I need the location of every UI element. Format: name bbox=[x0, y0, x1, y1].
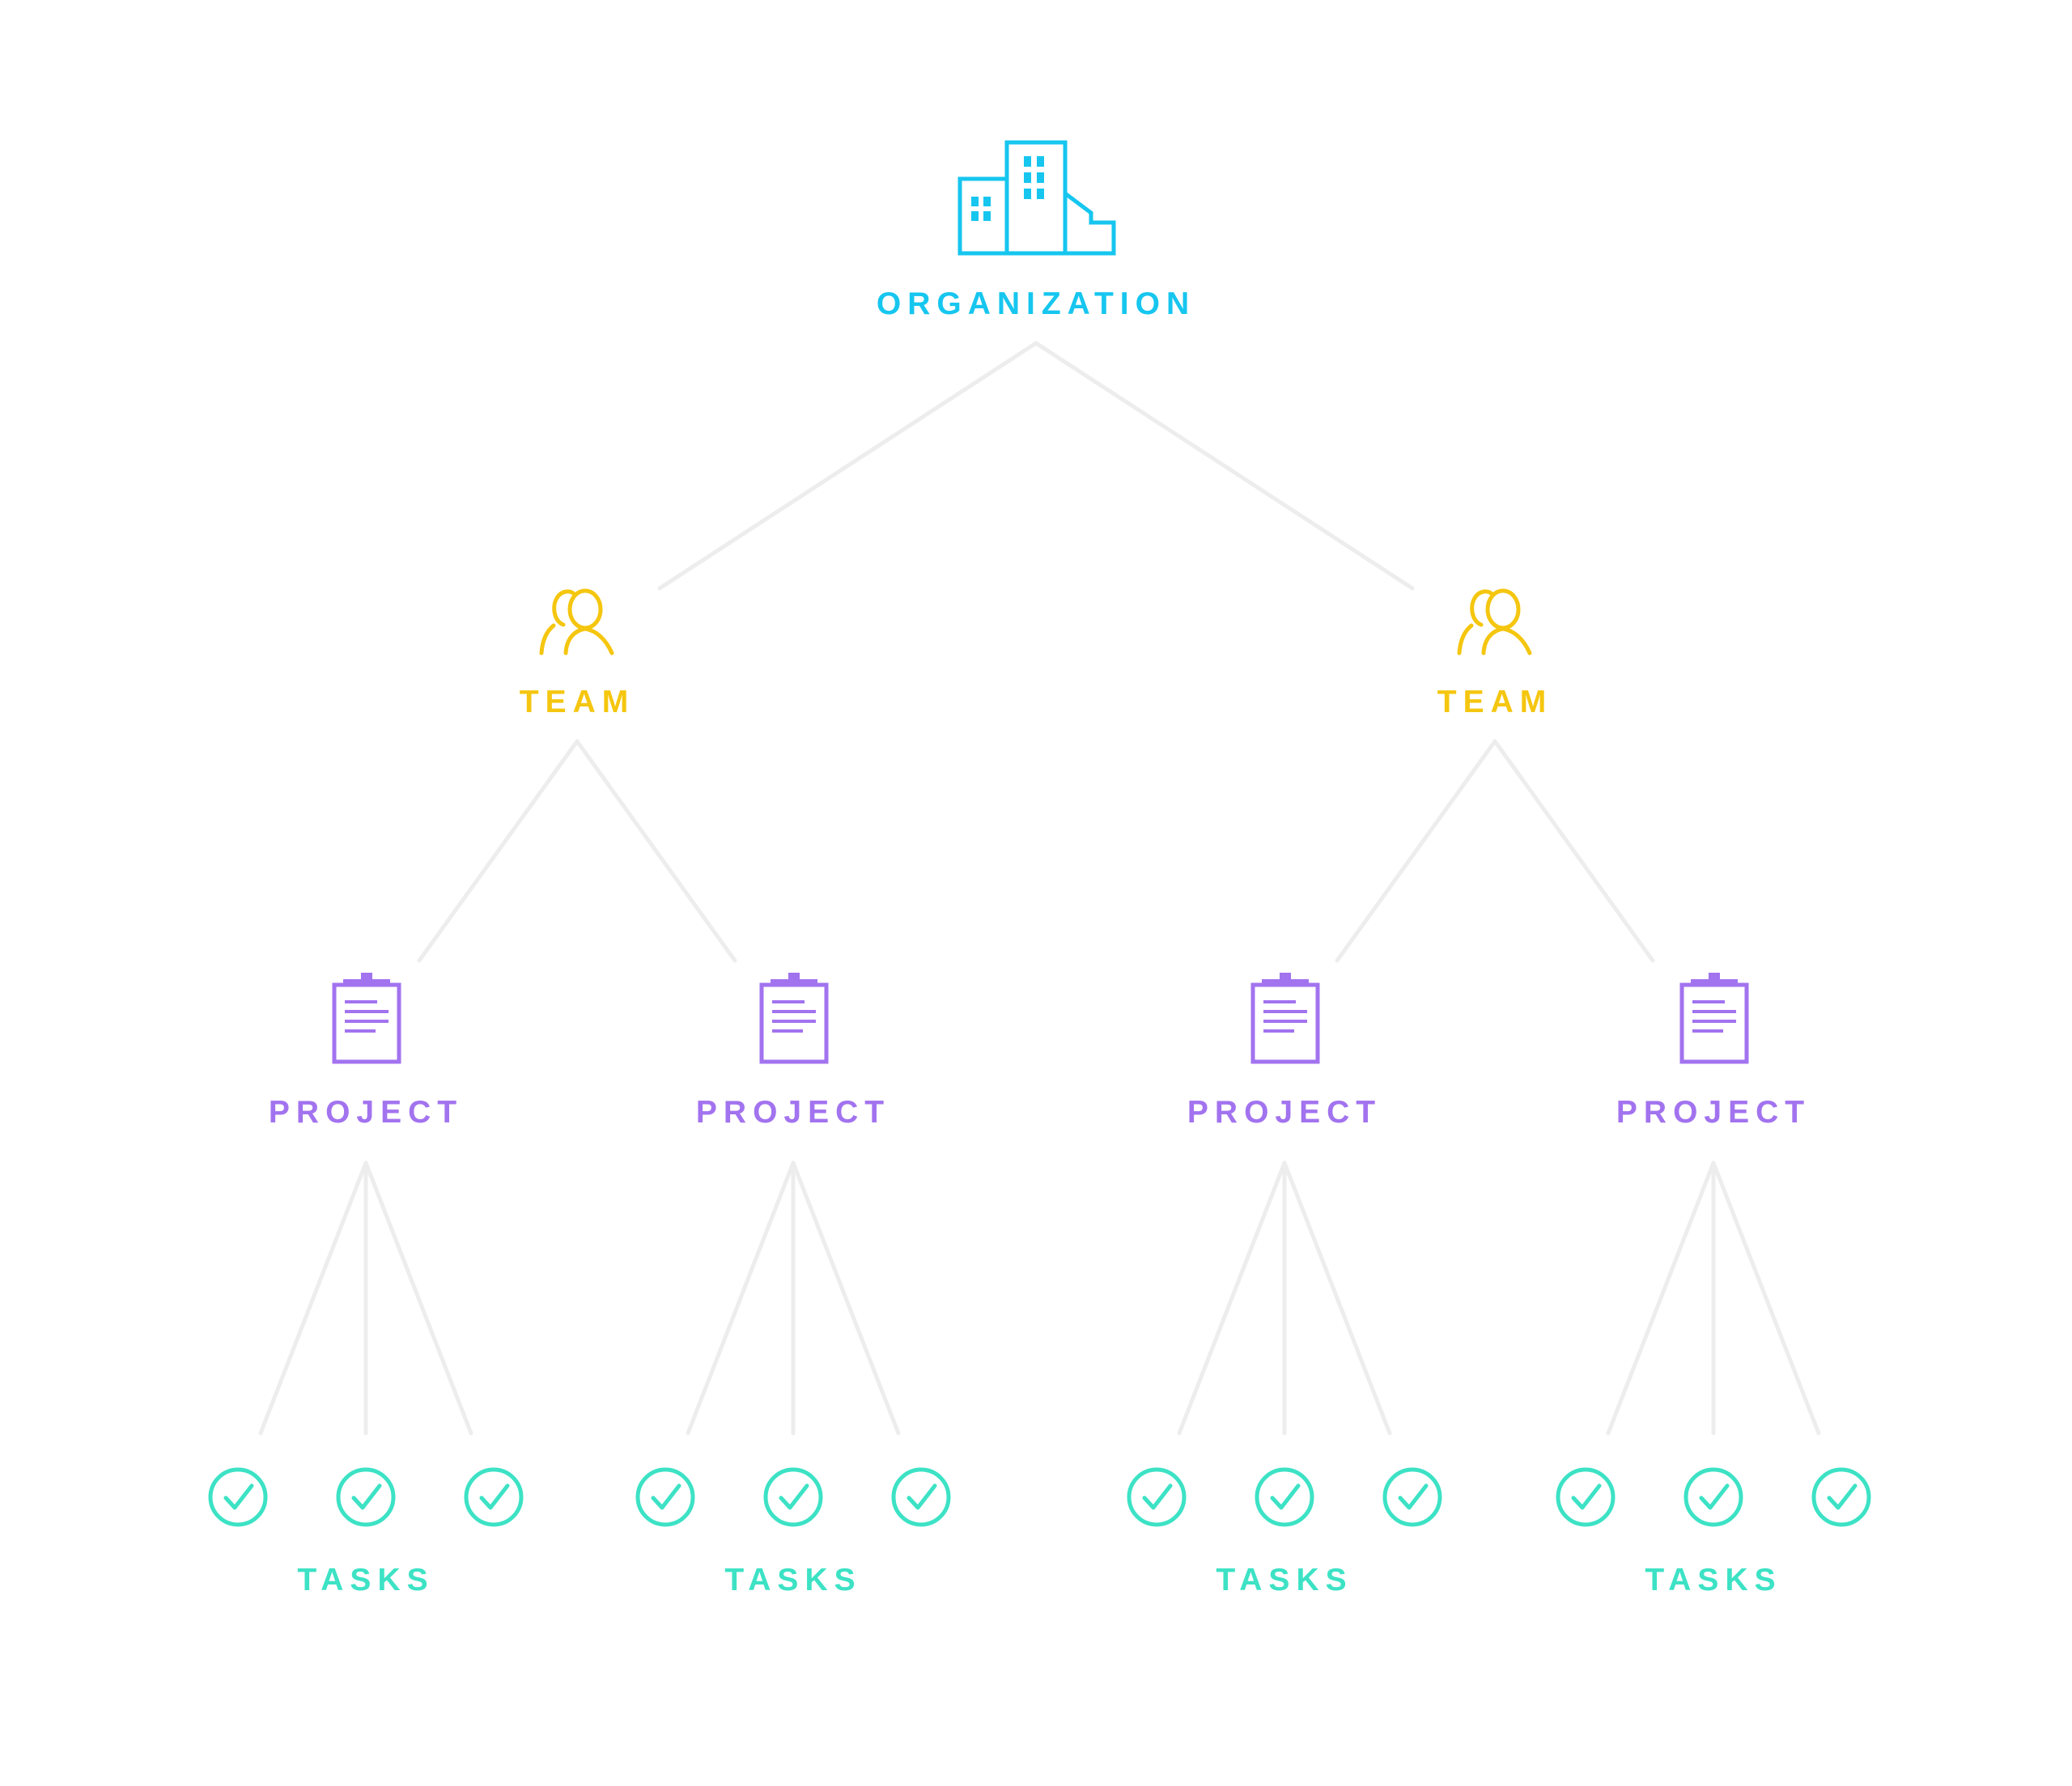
project-task-connector bbox=[1177, 1160, 1287, 1436]
check-circle-icon bbox=[763, 1467, 823, 1527]
org-team-connector bbox=[1034, 341, 1415, 591]
check-circle-icon bbox=[208, 1467, 268, 1527]
team-project-connector bbox=[417, 739, 580, 963]
team-project-connector bbox=[575, 739, 737, 963]
project-task-connector bbox=[791, 1160, 901, 1436]
project-label: PROJECT bbox=[1616, 1095, 1811, 1130]
project-label: PROJECT bbox=[696, 1095, 890, 1130]
check-circle-icon bbox=[891, 1467, 951, 1527]
check-circle-icon bbox=[1811, 1467, 1871, 1527]
project-task-connector bbox=[363, 1160, 473, 1436]
team-project-connector bbox=[1335, 739, 1497, 963]
tasks-label: TASKS bbox=[1216, 1563, 1352, 1597]
tasks-label: TASKS bbox=[724, 1563, 861, 1597]
check-circle-icon bbox=[1127, 1467, 1187, 1527]
check-circle-icon bbox=[336, 1467, 396, 1527]
project-task-connector bbox=[1282, 1160, 1392, 1436]
check-circle-icon bbox=[1382, 1467, 1442, 1527]
clipboard-icon bbox=[759, 973, 829, 1064]
check-circle-icon bbox=[1684, 1467, 1743, 1527]
people-icon bbox=[539, 588, 614, 655]
project-label: PROJECT bbox=[269, 1095, 463, 1130]
team-label: TEAM bbox=[1437, 685, 1553, 719]
tasks-label: TASKS bbox=[297, 1563, 434, 1597]
organization-label: ORGANIZATION bbox=[877, 286, 1195, 321]
team-project-connector bbox=[1492, 739, 1655, 963]
clipboard-icon bbox=[1679, 973, 1749, 1064]
project-task-connector bbox=[1711, 1160, 1821, 1436]
tasks-label: TASKS bbox=[1645, 1563, 1781, 1597]
project-task-connector bbox=[1606, 1160, 1716, 1436]
check-circle-icon bbox=[1556, 1467, 1616, 1527]
check-circle-icon bbox=[464, 1467, 524, 1527]
clipboard-icon bbox=[1250, 973, 1320, 1064]
project-label: PROJECT bbox=[1187, 1095, 1382, 1130]
connector-lines bbox=[258, 341, 1821, 1436]
org-team-connector bbox=[657, 341, 1038, 591]
building-icon bbox=[957, 140, 1116, 256]
team-label: TEAM bbox=[520, 685, 635, 719]
people-icon bbox=[1457, 588, 1532, 655]
check-circle-icon bbox=[1255, 1467, 1314, 1527]
check-circle-icon bbox=[635, 1467, 695, 1527]
project-task-connector bbox=[686, 1160, 796, 1436]
diagram-nodes: ORGANIZATION TEAM PROJECT TASKS PROJECT TASKS… bbox=[208, 140, 1871, 1597]
clipboard-icon bbox=[332, 973, 401, 1064]
project-task-connector bbox=[258, 1160, 368, 1436]
